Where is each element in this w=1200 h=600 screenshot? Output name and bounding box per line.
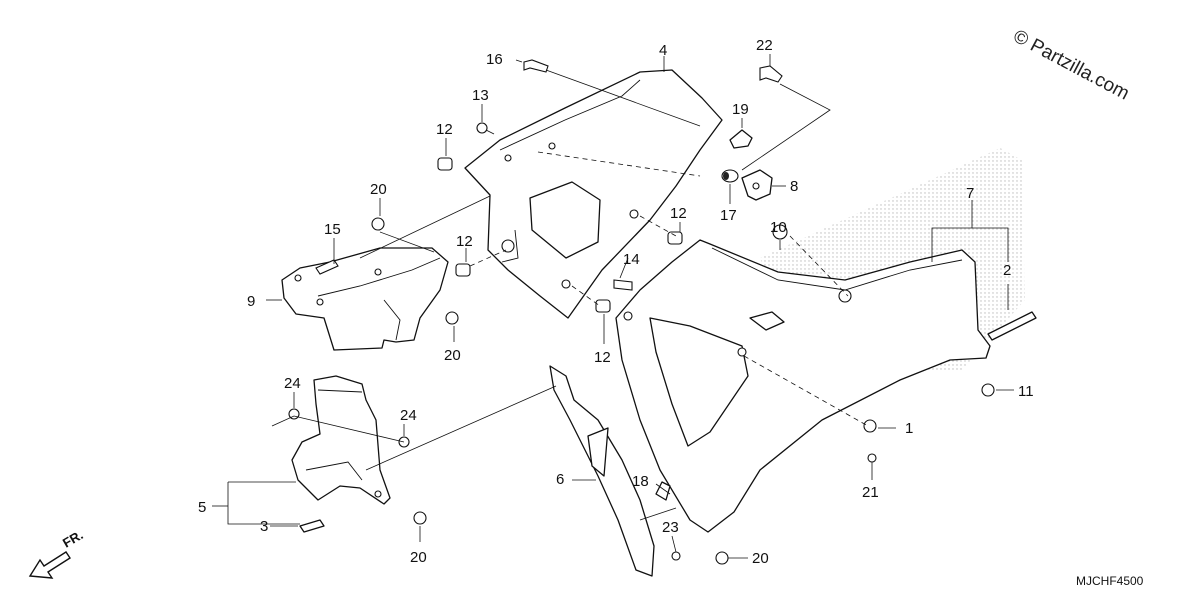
bolt-15[interactable] — [315, 259, 339, 275]
callout-12-c: 12 — [670, 205, 687, 222]
callout-16: 16 — [486, 51, 503, 68]
callout-12-b: 12 — [456, 233, 473, 250]
part-8-clip-bracket[interactable] — [741, 169, 773, 201]
callout-18: 18 — [632, 473, 649, 490]
callout-19: 19 — [732, 101, 749, 118]
callout-20-d: 20 — [752, 550, 769, 567]
callout-15: 15 — [324, 221, 341, 238]
grommet-10[interactable] — [772, 224, 788, 240]
leader-lines — [212, 54, 1014, 559]
callout-7: 7 — [966, 185, 974, 202]
grommet-12-c[interactable] — [667, 231, 683, 245]
callout-20-c: 20 — [410, 549, 427, 566]
callout-9: 9 — [247, 293, 255, 310]
callout-11: 11 — [1018, 383, 1034, 400]
callout-12-d: 12 — [594, 349, 611, 366]
bolt-22[interactable] — [759, 65, 783, 83]
watermark-text: © Partzilla.com — [1010, 26, 1133, 105]
callout-5: 5 — [198, 499, 206, 516]
bolt-23[interactable] — [671, 551, 681, 561]
part-3-rubber-strip[interactable] — [299, 519, 325, 533]
part-19-clip[interactable] — [729, 129, 753, 149]
bolt-16[interactable] — [523, 59, 549, 73]
front-direction-arrow: FR. — [28, 527, 86, 579]
callout-22: 22 — [756, 37, 773, 54]
bolt-21[interactable] — [867, 453, 877, 463]
grommet-12-d[interactable] — [595, 299, 611, 313]
callout-2: 2 — [1003, 262, 1011, 279]
grommet-12-b[interactable] — [455, 263, 471, 277]
bolt-20-c[interactable] — [413, 511, 427, 525]
part-17-grommet[interactable] — [721, 169, 739, 183]
bolt-11[interactable] — [981, 383, 995, 397]
bolt-13[interactable] — [476, 122, 495, 135]
callout-24-b: 24 — [400, 407, 417, 424]
callout-3: 3 — [260, 518, 268, 535]
callout-20-a: 20 — [370, 181, 387, 198]
nut-1[interactable] — [863, 419, 877, 433]
callout-13: 13 — [472, 87, 489, 104]
callout-12-a: 12 — [436, 121, 453, 138]
bolt-20-a[interactable] — [371, 217, 385, 231]
callout-20-b: 20 — [444, 347, 461, 364]
bolt-20-b[interactable] — [445, 311, 459, 325]
diagram-code: MJCHF4500 — [1076, 574, 1144, 588]
assembly-dashed-lines — [469, 151, 869, 427]
callout-21: 21 — [862, 484, 879, 501]
part-7-side-cowl[interactable] — [615, 239, 991, 533]
callout-8: 8 — [790, 178, 798, 195]
callout-14: 14 — [623, 251, 640, 268]
callout-10: 10 — [770, 219, 787, 236]
part-18-clip[interactable] — [655, 481, 671, 501]
bolt-20-d[interactable] — [715, 551, 729, 565]
callout-1: 1 — [905, 420, 913, 437]
callout-17: 17 — [720, 207, 737, 224]
callout-23: 23 — [662, 519, 679, 536]
part-6-lower-panel[interactable] — [549, 365, 655, 577]
callout-24-a: 24 — [284, 375, 301, 392]
grommet-12-a[interactable] — [437, 157, 453, 171]
part-2-emblem-strip[interactable] — [987, 311, 1037, 341]
callout-6: 6 — [556, 471, 564, 488]
callout-4: 4 — [659, 42, 667, 59]
callout-labels: 1 2 3 4 5 6 7 8 9 10 11 12 12 12 12 13 1… — [198, 37, 1034, 567]
direction-label: FR. — [60, 527, 86, 550]
part-4-inner-cowl[interactable] — [464, 69, 723, 319]
part-5-duct-assy[interactable] — [291, 375, 391, 505]
part-9-bracket-cover[interactable] — [281, 247, 449, 351]
bolt-14[interactable] — [613, 279, 633, 291]
